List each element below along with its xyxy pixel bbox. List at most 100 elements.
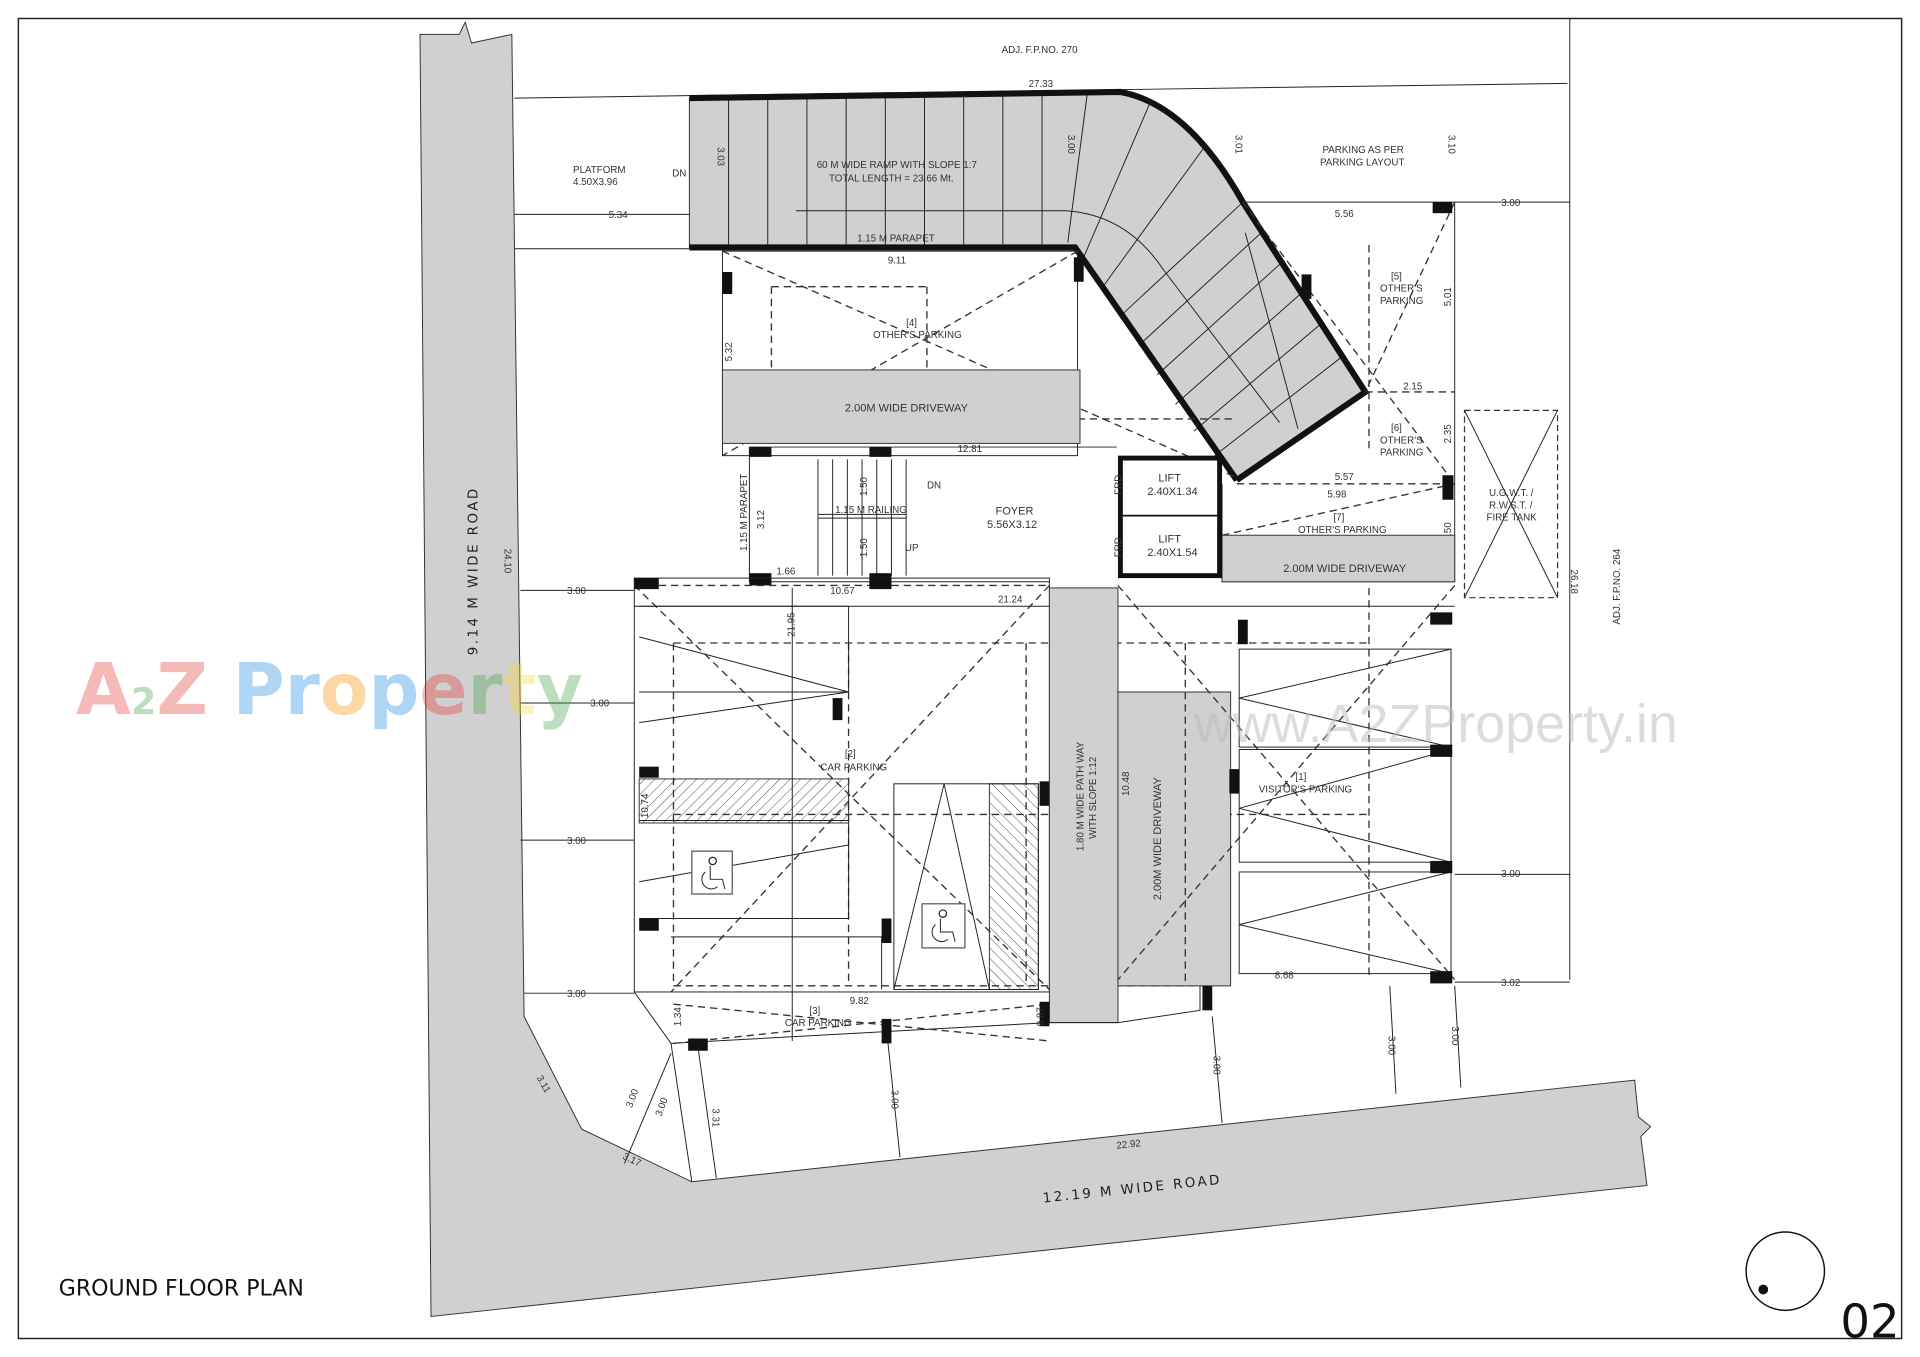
dim: 3.01 <box>1233 135 1244 154</box>
lift-2-size: 2.40X1.54 <box>1147 547 1197 559</box>
driveway-4 <box>721 369 1081 444</box>
parking-layout-label: PARKING LAYOUT <box>1320 157 1404 168</box>
dim: 3.00 <box>888 1090 899 1110</box>
driveway-label: 2.00M WIDE DRIVEWAY <box>845 403 969 415</box>
dim: 3.03 <box>715 147 726 167</box>
dim: 3.31 <box>710 1108 721 1127</box>
ramp-outer-parapet <box>689 88 1370 483</box>
dim: 26.18 <box>1568 570 1579 595</box>
platform-label: PLATFORM <box>573 165 626 176</box>
driveway-label: 2.00M WIDE DRIVEWAY <box>1283 563 1407 575</box>
setback-dimensions <box>520 589 635 994</box>
dim: 1.34 <box>673 1007 684 1027</box>
parking-label: CAR PARKING <box>785 1018 852 1029</box>
frd-label: FRD <box>1114 537 1125 557</box>
hatched-zone <box>638 778 850 824</box>
path-way-label: 1.80 M WIDE PATH WAY <box>1076 741 1087 851</box>
parking-number: [3] <box>809 1006 820 1017</box>
accessible-parking-icon <box>921 903 966 949</box>
path-way-slope: WITH SLOPE 1:12 <box>1088 757 1099 839</box>
dim: 1.50 <box>859 538 870 558</box>
dim: 22.92 <box>1116 1138 1142 1151</box>
url-watermark: www.A2ZProperty.in <box>1193 694 1678 754</box>
parking-label: OTHER'S <box>1380 284 1423 295</box>
path-way <box>1048 587 1119 1024</box>
dim: 27.33 <box>1029 79 1054 90</box>
dim: 10.74 <box>640 793 651 818</box>
parapet-label: 1.15 M PARAPET <box>857 233 935 244</box>
dim: 5.01 <box>1443 287 1454 306</box>
vertical-driveway <box>1117 691 1232 987</box>
dim: 2.35 <box>1443 424 1454 444</box>
parking-label: OTHER'S PARKING <box>1298 525 1387 536</box>
parking-number: [6] <box>1391 423 1402 434</box>
parapet-label: 1.15 M PARAPET <box>739 474 750 552</box>
parking-number: [7] <box>1333 513 1344 524</box>
svg-text:A2Z Property: A2Z Property <box>76 648 583 731</box>
dim: 3.02 <box>1501 978 1520 989</box>
dim: 5.56 <box>1335 209 1355 220</box>
driveway-label: 2.00M WIDE DRIVEWAY <box>1152 776 1164 900</box>
parking-label: OTHER'S PARKING <box>873 330 962 341</box>
ramp-treads <box>728 93 1342 457</box>
ramp-dn-label: DN <box>672 168 686 179</box>
a2z-watermark-logo: A2Z Property <box>76 648 583 731</box>
dim: 9.11 <box>888 255 906 266</box>
dim: 5.57 <box>1335 472 1354 483</box>
dim: 24.10 <box>501 549 512 574</box>
platform-size: 4.50X3.96 <box>573 177 618 188</box>
dim: 1.50 <box>859 476 870 496</box>
dim: 3.00 <box>1065 135 1076 155</box>
dim: 2.50 <box>1443 522 1454 542</box>
ramp-label: 60 M WIDE RAMP WITH SLOPE 1:7 <box>817 160 977 171</box>
dim: 9.82 <box>850 996 869 1007</box>
dim: 3.10 <box>1446 135 1457 155</box>
tank-label: FIRE TANK <box>1487 513 1538 524</box>
foyer-label: FOYER <box>996 505 1034 517</box>
dim: 3.00 <box>590 699 610 710</box>
dim: 1.66 <box>776 566 796 577</box>
lift-core <box>1117 455 1223 579</box>
accessible-parking-icon <box>691 850 733 895</box>
dim: 3.00 <box>1501 198 1521 209</box>
foyer-size: 5.56X3.12 <box>987 519 1037 531</box>
lift-1-size: 2.40X1.34 <box>1147 486 1197 498</box>
staircase <box>817 459 907 576</box>
drawing-title: GROUND FLOOR PLAN <box>59 1277 304 1302</box>
adj-fp-top: ADJ. F.P.NO. 270 <box>1002 45 1078 56</box>
visitors-parking-bays <box>1238 648 1452 975</box>
parking-layout-label: PARKING AS PER <box>1322 145 1403 156</box>
parking-number: [1] <box>1296 772 1307 783</box>
dim: 10.67 <box>830 586 854 597</box>
dim: 2.15 <box>1403 382 1423 393</box>
dim: 8.68 <box>1275 971 1295 982</box>
dim: 21.24 <box>998 595 1023 606</box>
stair-dn-label: DN <box>927 481 941 492</box>
tank-label: U.G.W.T. / <box>1489 488 1534 499</box>
parking-label: VISITOR'S PARKING <box>1259 784 1352 795</box>
dim: 5.98 <box>1327 489 1347 500</box>
dim: 3.00 <box>1386 1036 1397 1056</box>
dim: 10.48 <box>1121 771 1132 796</box>
parking-number: [5] <box>1391 271 1402 282</box>
frd-label: FRD <box>1114 475 1125 495</box>
hatched-zone <box>988 783 1039 991</box>
underground-tank <box>1463 409 1559 599</box>
dim: 12.81 <box>958 444 982 455</box>
dim: 3.00 <box>1501 869 1521 880</box>
sheet-number: 02 <box>1840 1294 1899 1348</box>
lift-1-label: LIFT <box>1158 472 1181 484</box>
ramp-inner-parapet <box>689 244 1240 482</box>
parking-label: PARKING <box>1380 448 1423 459</box>
parking-label: CAR PARKING <box>820 762 887 773</box>
dim: 3.00 <box>567 586 587 597</box>
parking-label: OTHER'S <box>1380 435 1423 446</box>
ramp-length: TOTAL LENGTH = 23.66 Mt. <box>829 173 954 184</box>
dim: 3.00 <box>1210 1056 1221 1076</box>
parking-label: PARKING <box>1380 296 1423 307</box>
tank-label: R.W.S.T. / <box>1489 500 1533 511</box>
dim: 0.87 <box>1035 1007 1046 1026</box>
dim: 3.00 <box>567 989 587 1000</box>
